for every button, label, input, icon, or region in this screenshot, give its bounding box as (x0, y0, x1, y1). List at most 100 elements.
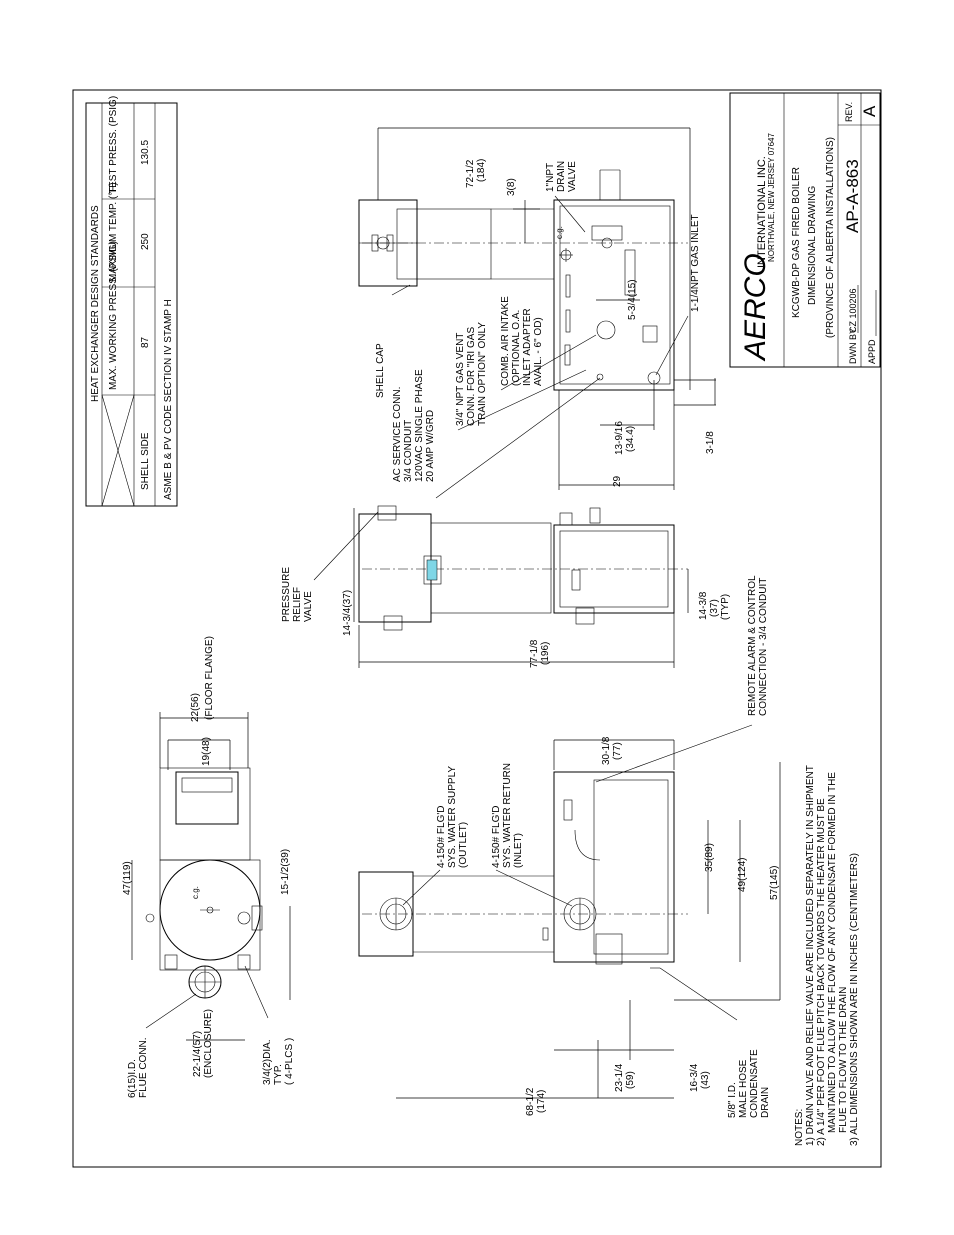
gas-vent-label-2: CONN. FOR "IRI GAS (466, 327, 477, 426)
dwn-by-value: CZ 100206 (848, 288, 858, 333)
asme-code: ASME B & PV CODE SECTION IV STAMP H (163, 299, 174, 500)
prv-label-1: PRESSURE (281, 567, 292, 622)
end-view (131, 712, 291, 1041)
enclosure-dim: 22-1/4(57) (192, 1031, 203, 1077)
comb-air-label-2: (OPTIONAL O.A. (511, 310, 522, 386)
note-2: 2) A 1/4" PER FOOT FLUE PITCH BACK TOWAR… (816, 798, 827, 1146)
appd-label: APPD (867, 339, 877, 364)
notes-heading: NOTES: (794, 1109, 805, 1146)
end-view-annotations: 47(119) 19(48) 22(56) (FLOOR FLANGE) 15-… (122, 636, 295, 1098)
return-label-3: (INLET) (513, 833, 524, 868)
dim-30-cm: (77) (612, 742, 623, 760)
dim-19: 19(48) (201, 737, 212, 766)
dim-13-cm: (34.4) (625, 426, 636, 452)
gas-inlet-label: 1-1/4NPT GAS INLET (690, 214, 701, 312)
dim-77-cm: (196) (540, 642, 551, 665)
dia-label-3: ( 4-PLCS ) (284, 1038, 295, 1085)
drawing-border (72, 89, 882, 1168)
prv-label-2: RELIEF (292, 587, 303, 622)
rev-label: REV. (844, 102, 854, 122)
dim-14-3-4: 14-3/4(37) (342, 590, 353, 636)
hdr-test-press: TEST PRESS. (PSIG) (108, 96, 119, 194)
dim-23-cm: (59) (625, 1071, 636, 1089)
standards-title: HEAT EXCHANGER DESIGN STANDARDS (90, 205, 101, 402)
flue-label-2: FLUE CONN. (138, 1037, 149, 1098)
drawing-desc-3: (PROVINCE OF ALBERTA INSTALLATIONS) (825, 137, 836, 338)
company-suffix: INTERNATIONAL INC. (756, 156, 768, 268)
dim-47: 47(119) (122, 861, 133, 895)
val-working: 87 (140, 336, 151, 348)
dim-72: 72-1/2 (465, 159, 476, 188)
dim-3: 3(8) (506, 178, 517, 196)
notes: NOTES: 1) DRAIN VALVE AND RELIEF VALVE A… (794, 765, 860, 1146)
note-3: 3) ALL DIMENSIONS SHOWN ARE IN INCHES (C… (849, 853, 860, 1146)
dim-5-3-4: 5-3/4(15) (627, 279, 638, 320)
design-standards-table: HEAT EXCHANGER DESIGN STANDARDS MAX. WOR… (85, 96, 178, 507)
floor-flange-label: (FLOOR FLANGE) (204, 636, 215, 720)
enclosure-label: (ENCLOSURE) (203, 1009, 214, 1078)
dim-29: 29 (612, 475, 623, 487)
side-view-bottom (358, 739, 781, 1099)
cg-mark-top: c.g. (555, 226, 564, 239)
hose-label-4: DRAIN (760, 1087, 771, 1118)
dim-72-cm: (184) (476, 159, 487, 182)
gas-vent-label-3: TRAIN OPTION" ONLY (477, 322, 488, 426)
dim-35: 35(89) (704, 843, 715, 872)
supply-label-2: SYS. WATER SUPPLY (447, 766, 458, 868)
dim-14-3-8-typ: (TYP) (720, 594, 731, 620)
flue-label-1: 6(15)I.D. (127, 1059, 138, 1098)
dim-16: 16-3/4 (689, 1063, 700, 1092)
side-view-top (358, 127, 716, 490)
ac-label-3: 120VAC SINGLE PHASE (414, 369, 425, 482)
side-view-top-annotations: 72-1/2 (184) 3(8) 1"NPT DRAIN VALVE 1-1/… (375, 159, 716, 499)
hose-label-2: MALE HOSE (738, 1059, 749, 1118)
dim-49: 49(124) (737, 858, 748, 892)
supply-label-1: 4-150# FLG'D (436, 806, 447, 869)
drawing-desc-1: KCGWB-DP GAS FIRED BOILER (791, 167, 802, 318)
comb-air-label-4: AVAIL. - 6" OD) (533, 317, 544, 386)
dim-16-cm: (43) (700, 1071, 711, 1089)
hdr-max-temp: MAXIMUM TEMP. (°F) (108, 182, 119, 282)
hose-label-1: 5/8" I.D. (727, 1082, 738, 1118)
dim-30: 30-1/8 (601, 736, 612, 765)
dim-14-3-8-cm: (37) (709, 599, 720, 617)
shell-cap-label: SHELL CAP (375, 343, 386, 398)
dim-13: 13-9/16 (614, 421, 625, 455)
dim-68: 68-1/2 (525, 1087, 536, 1116)
dia-label-2: TYP. (273, 1064, 284, 1085)
dim-77: 77-1/8 (529, 639, 540, 668)
rev-value: A (860, 105, 879, 117)
drain-label-3: VALVE (567, 161, 578, 192)
prv-label-3: VALVE (303, 591, 314, 622)
remote-alarm-label-1: REMOTE ALARM & CONTROL (747, 575, 758, 716)
dim-15: 15-1/2(39) (280, 849, 291, 895)
comb-air-label-3: INLET ADAPTER (522, 308, 533, 386)
side-view-bottom-annotations: 4-150# FLG'D SYS. WATER SUPPLY (OUTLET) … (402, 736, 780, 1118)
dim-57: 57(145) (769, 866, 780, 900)
side-view-middle (353, 505, 689, 668)
dim-68-cm: (174) (536, 1090, 547, 1113)
supply-label-3: (OUTLET) (458, 822, 469, 868)
dim-23: 23-1/4 (614, 1063, 625, 1092)
drain-label-1: 1"NPT (545, 163, 556, 192)
return-label-2: SYS. WATER RETURN (502, 763, 513, 868)
comb-air-label-1: COMB. AIR INTAKE (500, 296, 511, 386)
cg-mark-end: c.g. (191, 886, 200, 899)
floor-flange-dim: 22(56) (190, 693, 201, 722)
row-shell-side: SHELL SIDE (140, 432, 151, 490)
ac-label-4: 20 AMP W/GRD (425, 410, 436, 482)
ac-label-1: AC SERVICE CONN. (392, 387, 403, 482)
note-2-cont-2: FLUE TO FLOW TO THE DRAIN (838, 987, 849, 1133)
gas-vent-label-1: 3/4" NPT GAS VENT (455, 333, 466, 426)
title-block: AERCO INTERNATIONAL INC. NORTHVALE, NEW … (729, 92, 881, 368)
hdr-max-working: MAX. WORKING PRESS. (PSIG) (108, 241, 119, 390)
ac-label-2: 3/4 CONDUIT (403, 420, 414, 482)
side-view-middle-annotations: PRESSURE RELIEF VALVE 14-3/4(37) 77-1/8 … (281, 511, 769, 783)
return-label-1: 4-150# FLG'D (491, 806, 502, 869)
hose-label-3: CONDENSATE (749, 1049, 760, 1118)
note-2-cont-1: MAINTAINED TO ALLOW THE FLOW OF ANY COND… (827, 772, 838, 1133)
val-temp: 250 (140, 233, 151, 250)
dwn-by-label: DWN BY (848, 328, 858, 364)
company-address: NORTHVALE, NEW JERSEY 07647 (767, 133, 776, 262)
